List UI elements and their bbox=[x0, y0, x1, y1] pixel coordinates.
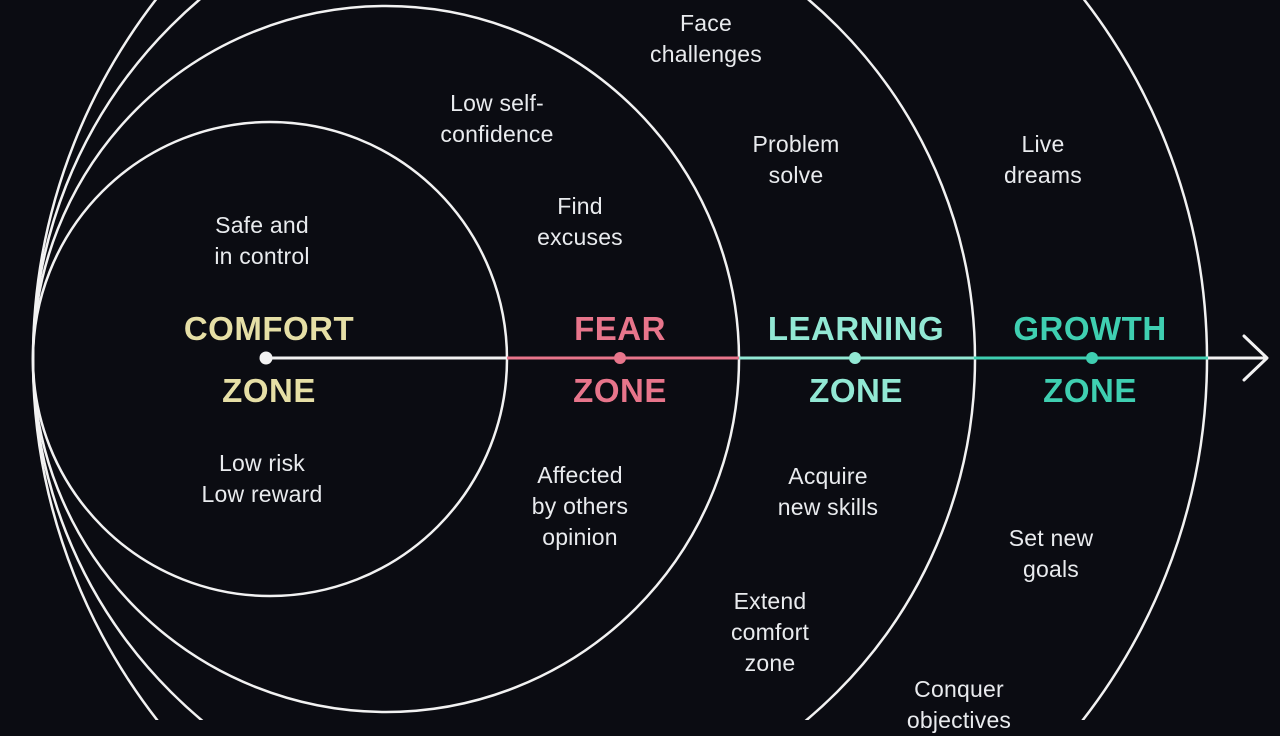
learning-zone-subtitle: ZONE bbox=[809, 372, 903, 409]
comfort-zone-title: COMFORT bbox=[183, 310, 355, 347]
fear-note-confidence: Low self- confidence bbox=[440, 90, 554, 147]
learning-note-skills: Acquire new skills bbox=[777, 463, 879, 520]
fear-dot bbox=[614, 352, 626, 364]
learning-zone-title: LEARNING bbox=[767, 310, 945, 347]
arrow-right-icon bbox=[1242, 334, 1269, 382]
fear-note-opinion: Affected by others opinion bbox=[531, 462, 629, 550]
growth-zone-title: GROWTH bbox=[1013, 310, 1167, 347]
growth-zone-subtitle: ZONE bbox=[1043, 372, 1137, 409]
fear-note-excuses: Find excuses bbox=[537, 193, 623, 250]
comfort-note-safe: Safe and in control bbox=[214, 212, 310, 269]
learning-note-problem: Problem solve bbox=[752, 131, 840, 188]
learning-note-extend: Extend comfort zone bbox=[730, 588, 810, 676]
growth-note-goals: Set new goals bbox=[1008, 525, 1094, 582]
growth-note-objectives: Conquer objectives bbox=[906, 676, 1012, 733]
growth-note-dreams: Live dreams bbox=[1004, 131, 1082, 188]
learning-note-challenges: Face challenges bbox=[650, 10, 762, 67]
zones-diagram bbox=[31, 0, 1269, 720]
fear-zone-subtitle: ZONE bbox=[573, 372, 667, 409]
comfort-dot bbox=[259, 351, 273, 365]
comfort-zone-subtitle: ZONE bbox=[222, 372, 316, 409]
comfort-note-risk: Low risk Low reward bbox=[201, 450, 323, 507]
growth-dot bbox=[1086, 352, 1098, 364]
fear-zone-title: FEAR bbox=[574, 310, 666, 347]
learning-dot bbox=[849, 352, 861, 364]
